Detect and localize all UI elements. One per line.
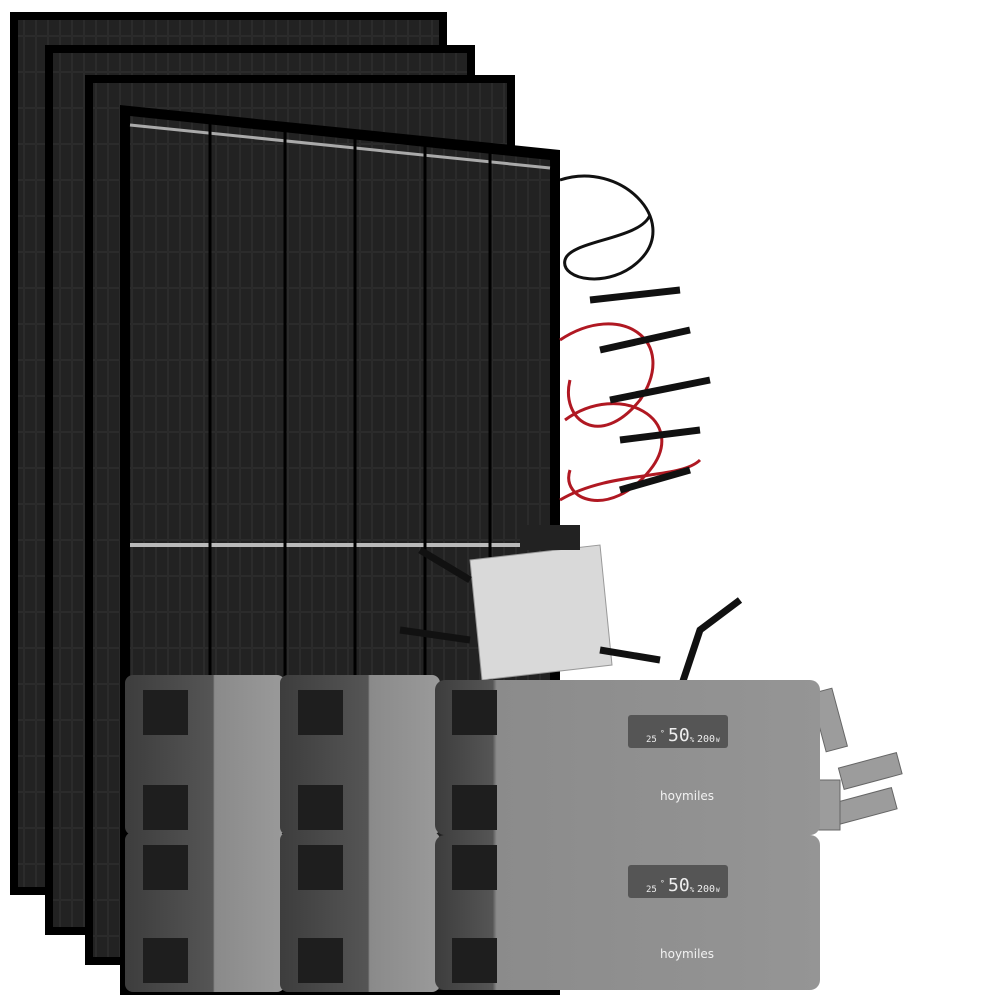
dc-extension-cables	[559, 286, 711, 502]
temp-unit: °	[660, 729, 665, 738]
temp-value: 25	[646, 885, 657, 895]
power-value: 200	[697, 734, 715, 745]
brand-logo: hoymiles	[660, 947, 714, 961]
brand-logo: hoymiles	[660, 789, 714, 803]
soc-unit: %	[690, 886, 695, 894]
battery-display: 25 ° 50 % 200 W	[628, 865, 728, 898]
battery-stack: 25 ° 50 % 200 W hoymiles 25 ° 50 % 200 W…	[125, 675, 820, 992]
temp-unit: °	[660, 879, 665, 888]
soc-value: 50	[668, 725, 690, 746]
mounting-brackets	[809, 687, 903, 831]
battery-display: 25 ° 50 % 200 W	[628, 715, 728, 748]
power-unit: W	[716, 887, 720, 894]
soc-unit: %	[690, 736, 695, 744]
power-value: 200	[697, 884, 715, 895]
ac-cable	[559, 174, 655, 281]
power-unit: W	[716, 737, 720, 744]
temp-value: 25	[646, 735, 657, 745]
soc-value: 50	[668, 875, 690, 896]
battery-handles	[143, 690, 497, 983]
microinverter	[399, 525, 743, 692]
